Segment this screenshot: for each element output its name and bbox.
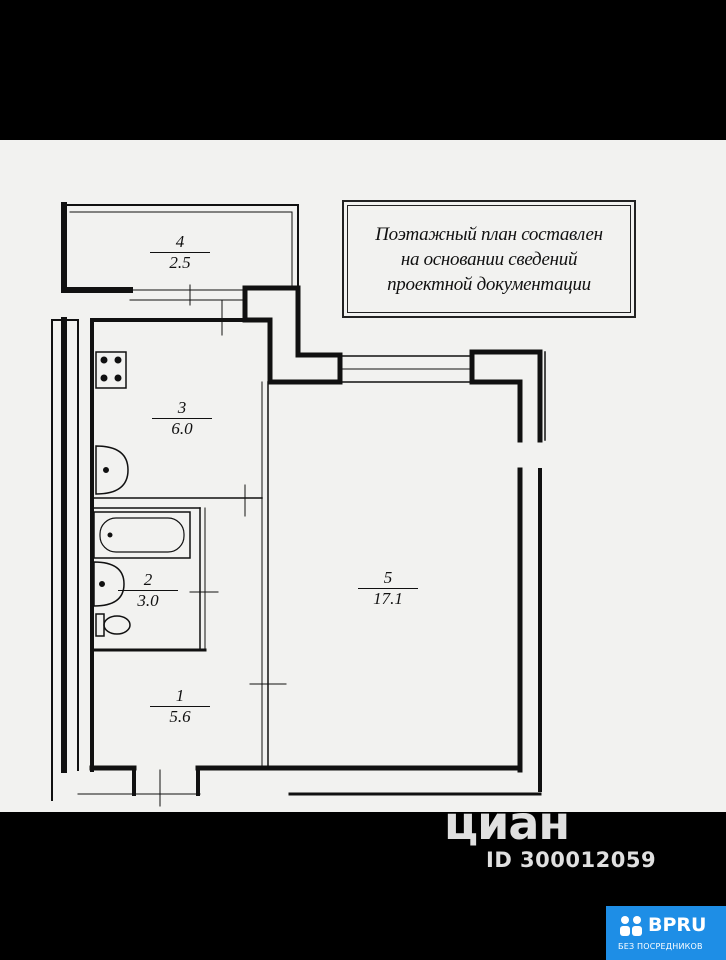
room-area: 17.1 bbox=[358, 588, 418, 609]
room-area: 5.6 bbox=[150, 706, 210, 727]
note-line-1: Поэтажный план составлен bbox=[375, 223, 603, 245]
room-number: 3 bbox=[177, 398, 187, 417]
badge-subtitle: БЕЗ ПОСРЕДНИКОВ bbox=[618, 942, 703, 951]
kitchen-sink bbox=[95, 445, 129, 495]
floor-plan-sheet bbox=[0, 140, 726, 812]
bathroom-sink bbox=[93, 561, 125, 607]
room-number: 2 bbox=[143, 570, 153, 589]
note-line-3: проектной документации bbox=[387, 273, 591, 295]
outer-wall-right-upper bbox=[469, 349, 543, 443]
room-area: 2.5 bbox=[150, 252, 210, 273]
room-number: 4 bbox=[175, 232, 185, 251]
people-icon bbox=[620, 916, 642, 936]
room-label-3: 3 6.0 bbox=[152, 398, 212, 439]
inner-wall-step bbox=[242, 285, 343, 385]
room-number: 5 bbox=[383, 568, 393, 587]
bpru-badge[interactable]: BPRU БЕЗ ПОСРЕДНИКОВ bbox=[606, 906, 726, 960]
bathtub bbox=[93, 511, 191, 559]
listing-id-watermark: ID 300012059 bbox=[486, 848, 657, 872]
room-label-4: 4 2.5 bbox=[150, 232, 210, 273]
note-line-2: на основании сведений bbox=[400, 248, 578, 270]
stove bbox=[95, 351, 127, 389]
cian-watermark-logo: циан bbox=[444, 796, 570, 850]
room-area: 3.0 bbox=[118, 590, 178, 611]
room-area: 6.0 bbox=[152, 418, 212, 439]
badge-title: BPRU bbox=[648, 914, 707, 936]
plan-note: Поэтажный план составлен на основании св… bbox=[342, 200, 636, 318]
room-label-1: 1 5.6 bbox=[150, 686, 210, 727]
balcony-railing bbox=[65, 204, 299, 291]
outer-wall-left bbox=[61, 202, 99, 293]
toilet bbox=[95, 613, 105, 637]
room-number: 1 bbox=[175, 686, 185, 705]
room-label-2: 2 3.0 bbox=[118, 570, 178, 611]
room-label-5: 5 17.1 bbox=[358, 568, 418, 609]
